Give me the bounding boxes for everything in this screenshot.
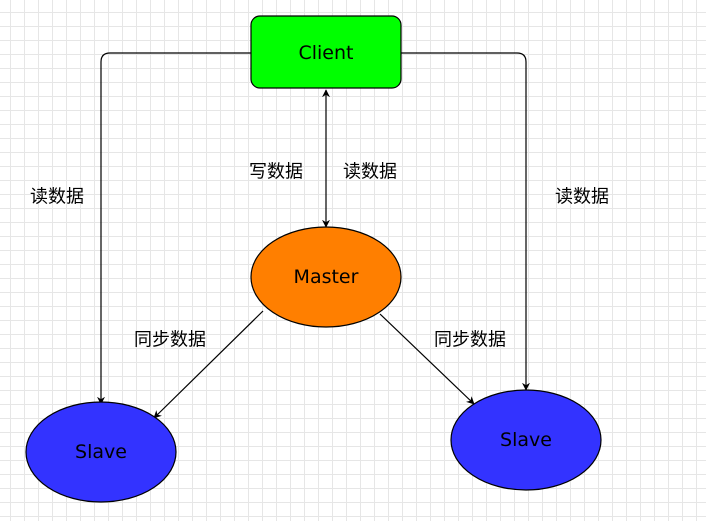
master-label: Master bbox=[294, 266, 359, 288]
slave-right-node[interactable]: Slave bbox=[450, 389, 602, 491]
label-client-right-slave-read: 读数据 bbox=[555, 187, 609, 208]
client-label: Client bbox=[298, 42, 353, 64]
label-client-master-write: 写数据 bbox=[249, 162, 303, 183]
label-master-left-slave-sync: 同步数据 bbox=[134, 330, 206, 351]
edge-client-right-slave bbox=[401, 52, 530, 391]
label-client-master-read: 读数据 bbox=[343, 162, 397, 183]
edge-master-right-slave bbox=[379, 313, 475, 405]
master-node[interactable]: Master bbox=[250, 226, 402, 328]
label-client-left-slave-read: 读数据 bbox=[30, 187, 84, 208]
slave-left-ellipse bbox=[25, 401, 177, 503]
client-box bbox=[250, 15, 402, 89]
edge-client-left-slave bbox=[97, 52, 251, 405]
edge-master-left-slave bbox=[153, 310, 264, 419]
slave-left-node[interactable]: Slave bbox=[25, 401, 177, 503]
slave-right-label: Slave bbox=[500, 429, 552, 451]
client-node[interactable]: Client bbox=[250, 15, 402, 89]
master-ellipse bbox=[250, 226, 402, 328]
slave-left-label: Slave bbox=[75, 441, 127, 463]
slave-right-ellipse bbox=[450, 389, 602, 491]
label-master-right-slave-sync: 同步数据 bbox=[434, 330, 506, 351]
